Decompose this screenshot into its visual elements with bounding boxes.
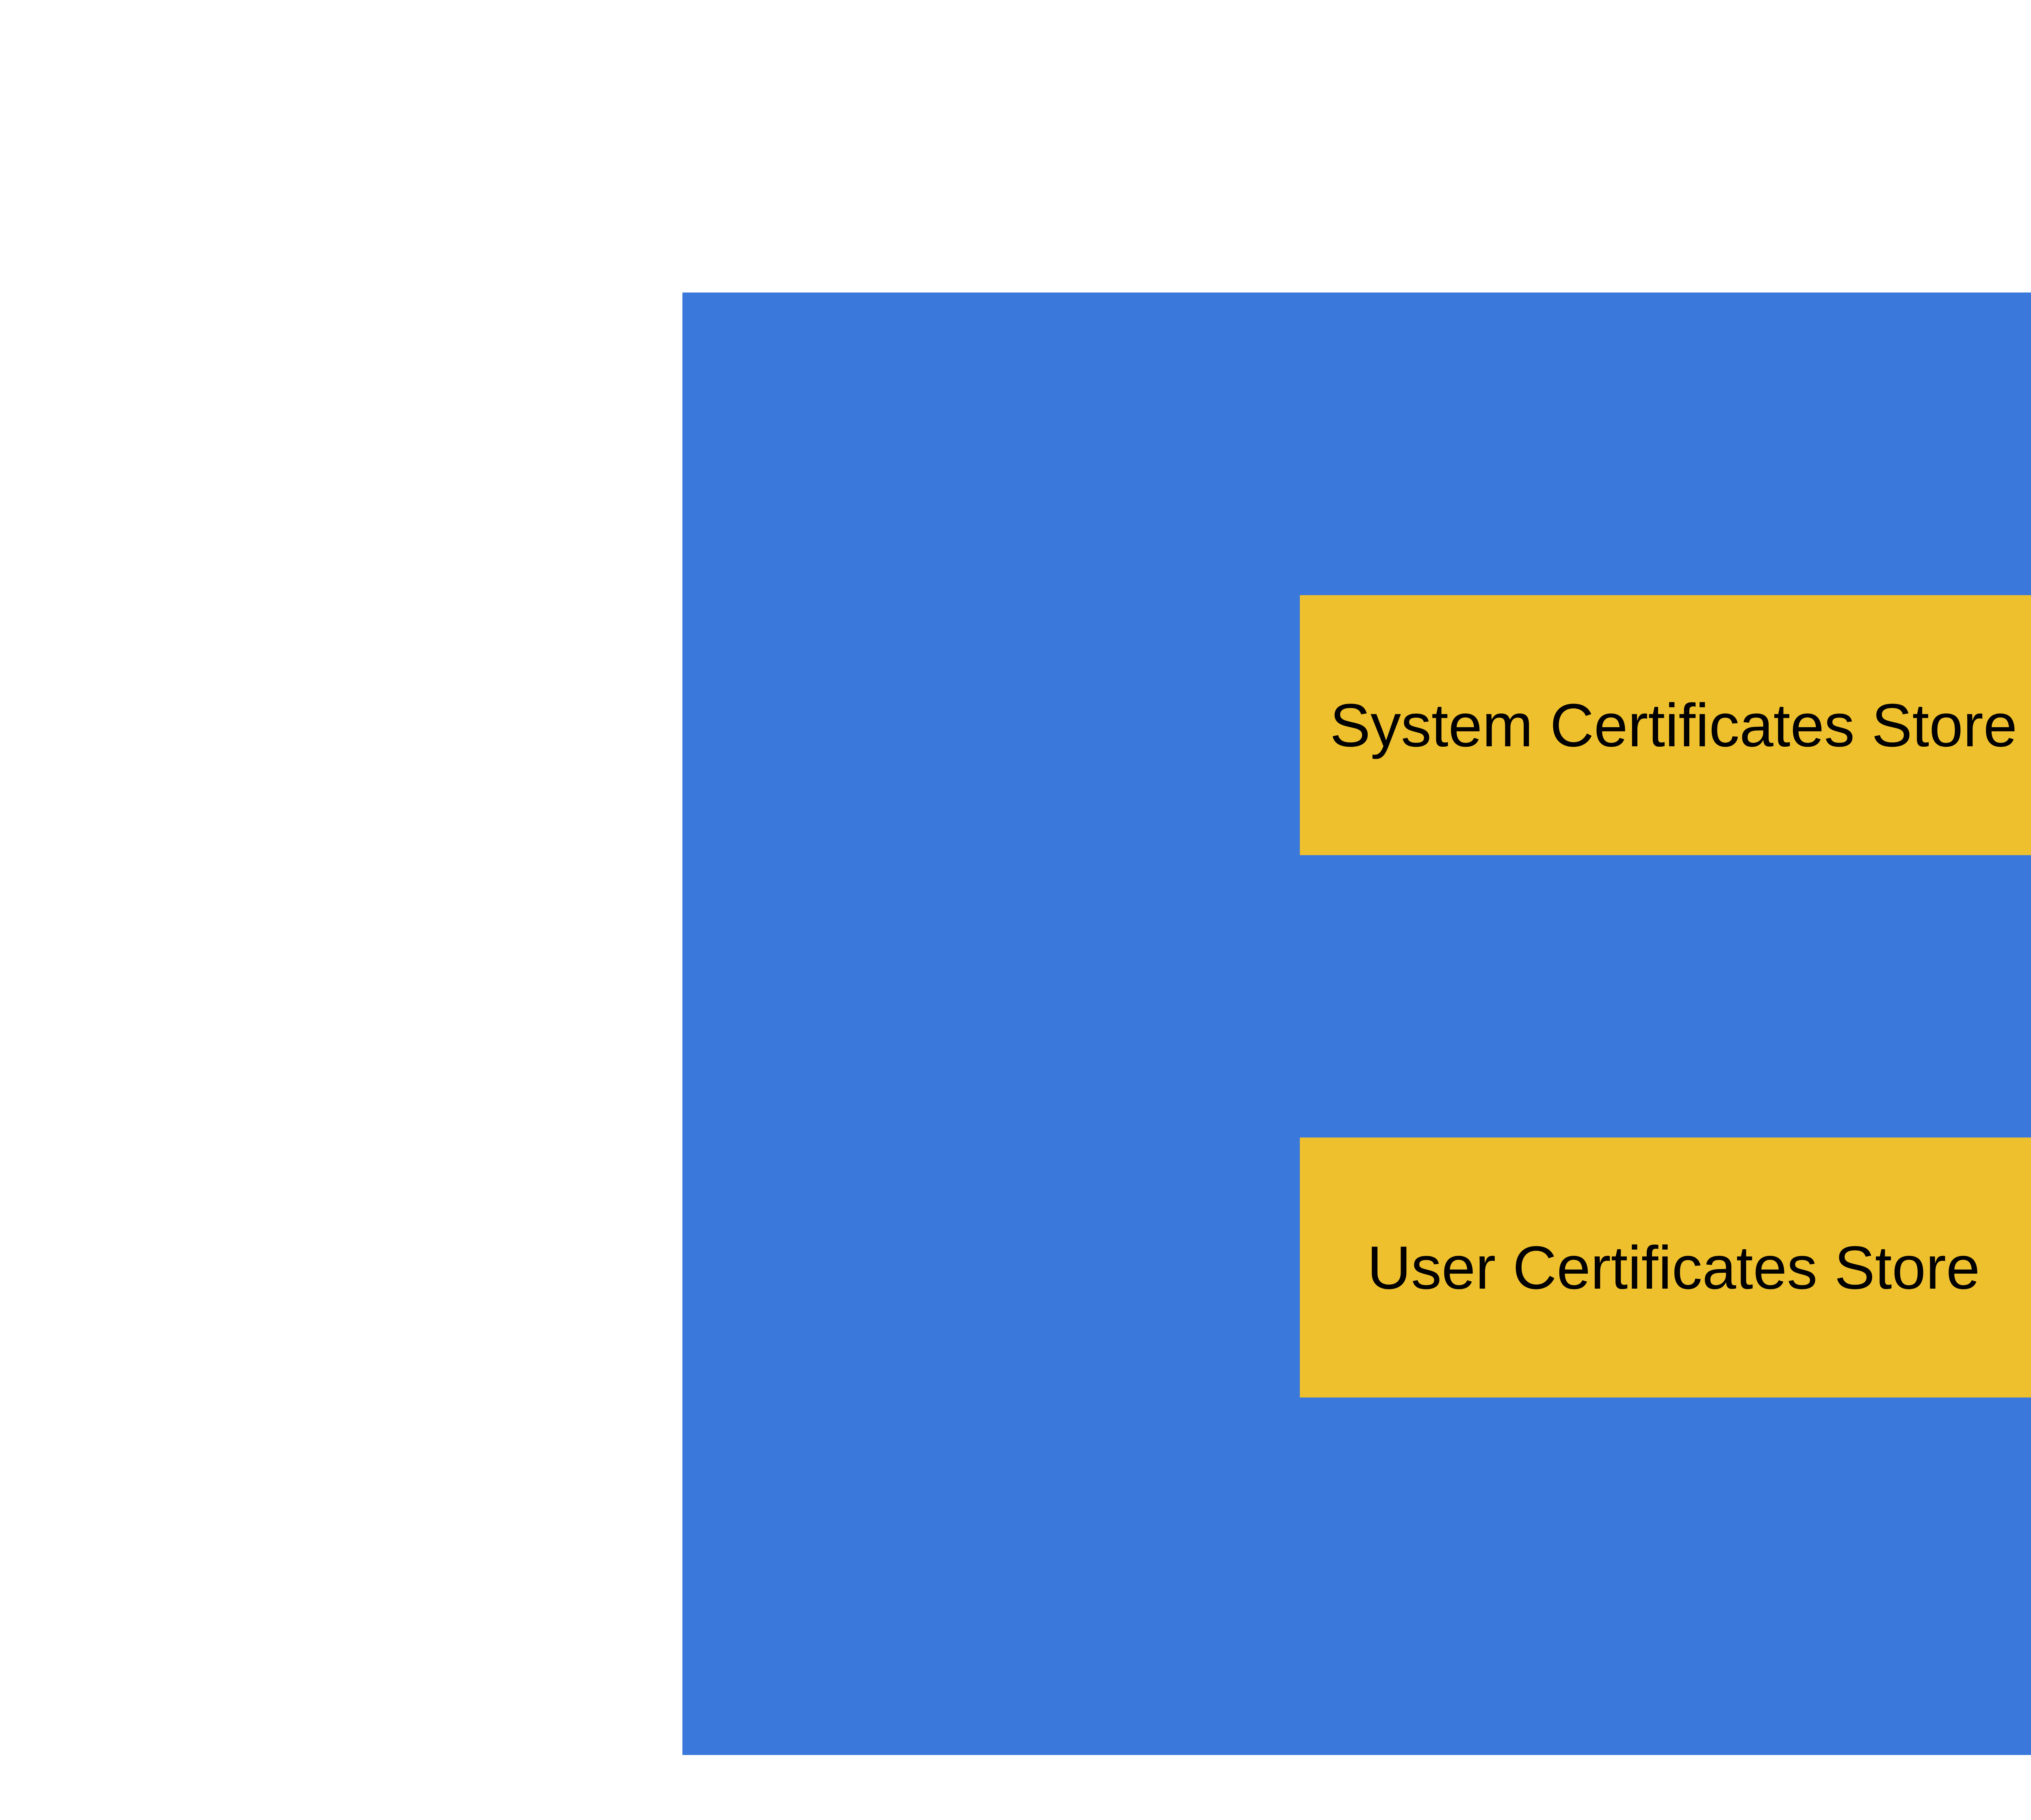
node-system-certificates-store[interactable]: System Certificates Store: [1300, 595, 2031, 855]
node-user-certificates-store-label: User Certificates Store: [1367, 1233, 1980, 1302]
windows-client-container[interactable]: Windows client: [682, 292, 2031, 1755]
node-system-certificates-store-label: System Certificates Store: [1329, 691, 2018, 759]
node-user-certificates-store[interactable]: User Certificates Store: [1300, 1138, 2031, 1398]
